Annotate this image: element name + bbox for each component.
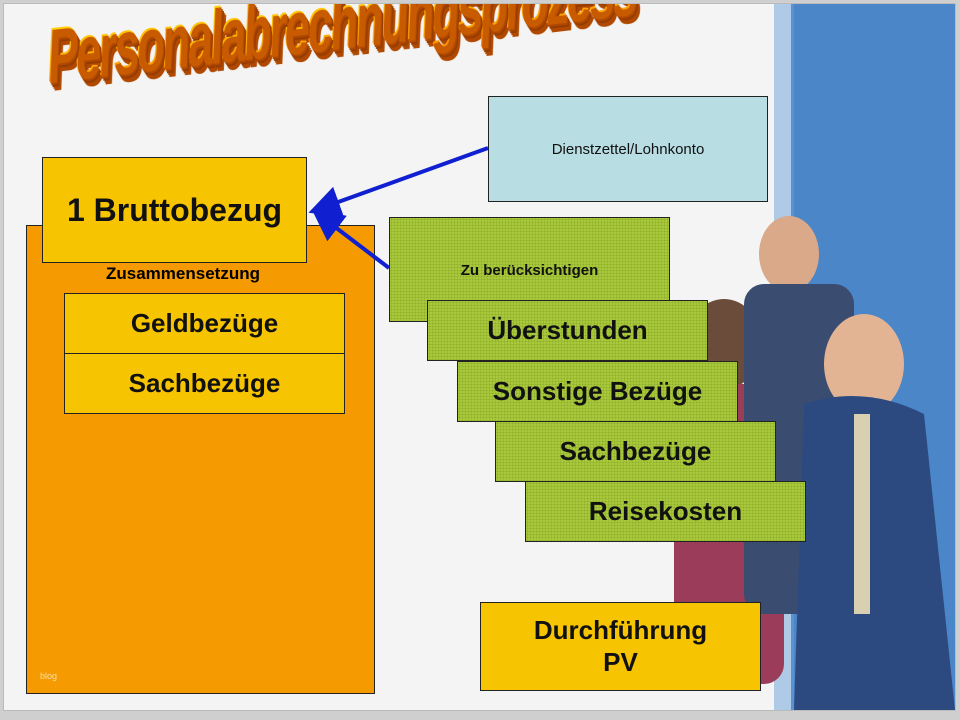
sachbezuege-green-box: Sachbezüge bbox=[495, 421, 776, 482]
bruttobezug-box: 1 Bruttobezug bbox=[42, 157, 307, 263]
zu-beruecksichtigen-label: Zu berücksichtigen bbox=[460, 262, 599, 279]
reisekosten-box: Reisekosten bbox=[525, 481, 806, 542]
slide: Personalabrechnungsprozess Dienstzettel/… bbox=[3, 3, 956, 711]
sachbezuege-box: Sachbezüge bbox=[64, 353, 345, 414]
sachbezuege-label: Sachbezüge bbox=[128, 368, 281, 398]
durchfuehrung-label: Durchführung bbox=[533, 615, 708, 646]
arrows bbox=[308, 146, 489, 270]
ueberstunden-label: Überstunden bbox=[487, 315, 648, 345]
bruttobezug-label: 1 Bruttobezug bbox=[66, 191, 283, 228]
ueberstunden-box: Überstunden bbox=[427, 300, 708, 361]
dienstzettel-label: Dienstzettel/Lohnkonto bbox=[551, 140, 705, 158]
dienstzettel-box: Dienstzettel/Lohnkonto bbox=[488, 96, 768, 202]
pv-label: PV bbox=[603, 646, 638, 677]
footer-mark: blog bbox=[40, 671, 58, 681]
sachbezuege-green-label: Sachbezüge bbox=[559, 436, 712, 466]
sonstige-bezuege-label: Sonstige Bezüge bbox=[492, 376, 703, 406]
arrow-dienstzettel bbox=[308, 146, 489, 217]
geldbezuege-box: Geldbezüge bbox=[64, 293, 345, 354]
reisekosten-label: Reisekosten bbox=[588, 496, 743, 526]
geldbezuege-label: Geldbezüge bbox=[130, 308, 279, 338]
zusammensetzung-label: Zusammensetzung bbox=[106, 264, 260, 283]
arrow-zu-beruecksichtigen bbox=[311, 209, 391, 270]
durchfuehrung-box: Durchführung PV bbox=[480, 602, 761, 691]
